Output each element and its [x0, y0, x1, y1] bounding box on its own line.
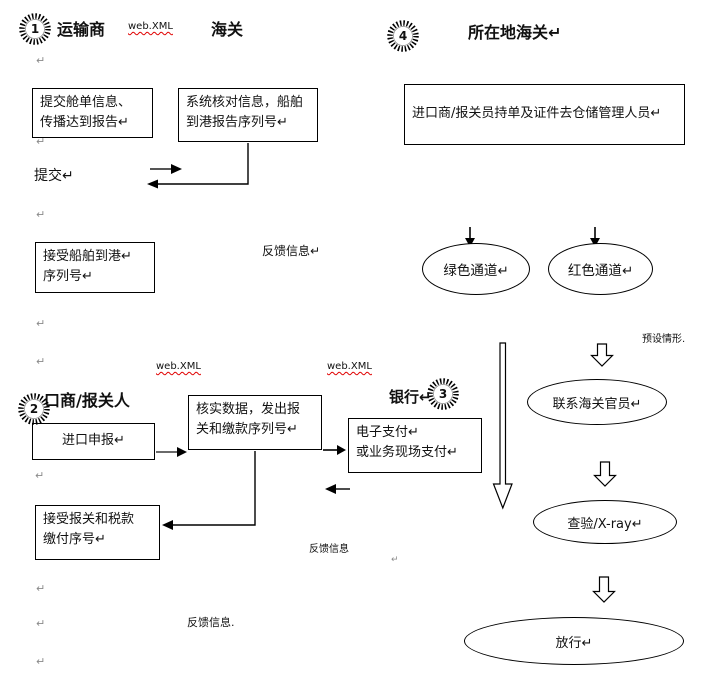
verify-feedback-elbow-arrow: [162, 451, 256, 530]
ellipse-inspection-xray: 查验/X-ray↵: [533, 500, 677, 544]
heading-customs: 海关: [211, 20, 244, 39]
label-preset-scenario: 预设情形.: [642, 334, 686, 345]
step-badge-4: 4: [386, 19, 420, 53]
box-submit-manifest: 提交舱单信息、 传播达到报告↵: [32, 88, 153, 138]
paragraph-mark: ↵: [36, 317, 46, 330]
label-feedback-info-1: 反馈信息↵: [262, 244, 321, 258]
submit-right-arrow: [150, 164, 182, 174]
step-badge-1: 1: [18, 12, 52, 46]
paragraph-mark: ↵: [35, 469, 45, 482]
hollow-down-arrow-1: [590, 343, 614, 367]
box-receive-arrival-serial: 接受船舶到港↵ 序列号↵: [35, 242, 155, 293]
ellipse-contact-customs-officer: 联系海关官员↵: [527, 379, 667, 425]
paragraph-mark: ↵: [391, 555, 399, 565]
starburst-icon: [18, 393, 50, 425]
box-importer-docs: 进口商/报关员持单及证件去仓储管理人员↵: [404, 84, 685, 145]
paragraph-mark: ↵: [36, 355, 46, 368]
hollow-down-arrow-3: [592, 576, 616, 603]
step-badge-4-number: 4: [398, 29, 408, 43]
verify-to-payment-arrow: [323, 445, 346, 455]
long-outline-down-arrow: [492, 342, 513, 510]
heading-bank: 银行↵: [389, 388, 432, 406]
label-web-xml-1: web.XML: [128, 21, 173, 32]
label-web-xml-2: web.XML: [156, 361, 201, 372]
paragraph-mark: ↵: [36, 655, 46, 668]
ellipse-green-channel: 绿色通道↵: [422, 243, 530, 295]
heading-importer-broker: 口商/报关人: [44, 391, 130, 410]
bank-feedback-left-arrow: [325, 484, 350, 494]
box-import-declaration: 进口申报↵: [32, 423, 155, 460]
box-electronic-payment: 电子支付↵ 或业务现场支付↵: [348, 418, 482, 473]
box-verify-data: 核实数据，发出报 关和缴款序列号↵: [188, 395, 322, 450]
box-receive-payment-serial: 接受报关和税款 缴付序号↵: [35, 505, 160, 560]
step-badge-3-number: 3: [438, 387, 448, 401]
paragraph-mark: ↵: [36, 582, 46, 595]
hollow-down-arrow-2: [593, 461, 617, 487]
paragraph-mark: ↵: [36, 617, 46, 630]
label-submit: 提交↵: [34, 168, 74, 184]
step-badge-2-number: 2: [29, 402, 39, 416]
starburst-icon: [427, 378, 459, 410]
ellipse-release: 放行↵: [464, 617, 684, 665]
step-badge-2: 2: [17, 392, 51, 426]
system-feedback-elbow-arrow: [147, 143, 249, 189]
paragraph-mark: ↵: [36, 208, 46, 221]
label-feedback-info-2: 反馈信息: [309, 544, 349, 555]
paragraph-mark: ↵: [36, 135, 46, 148]
declare-to-verify-arrow: [156, 447, 187, 457]
ellipse-red-channel: 红色通道↵: [548, 243, 653, 295]
starburst-icon: [19, 13, 51, 45]
heading-local-customs: 所在地海关↵: [468, 23, 562, 42]
label-web-xml-3: web.XML: [327, 361, 372, 372]
label-feedback-info-3: 反馈信息.: [187, 616, 235, 629]
step-badge-3: 3: [426, 377, 460, 411]
starburst-icon: [387, 20, 419, 52]
paragraph-mark: ↵: [36, 54, 46, 67]
heading-transporter: 运输商: [57, 20, 106, 39]
step-badge-1-number: 1: [30, 22, 40, 36]
box-system-check: 系统核对信息，船舶 到港报告序列号↵: [178, 88, 318, 142]
